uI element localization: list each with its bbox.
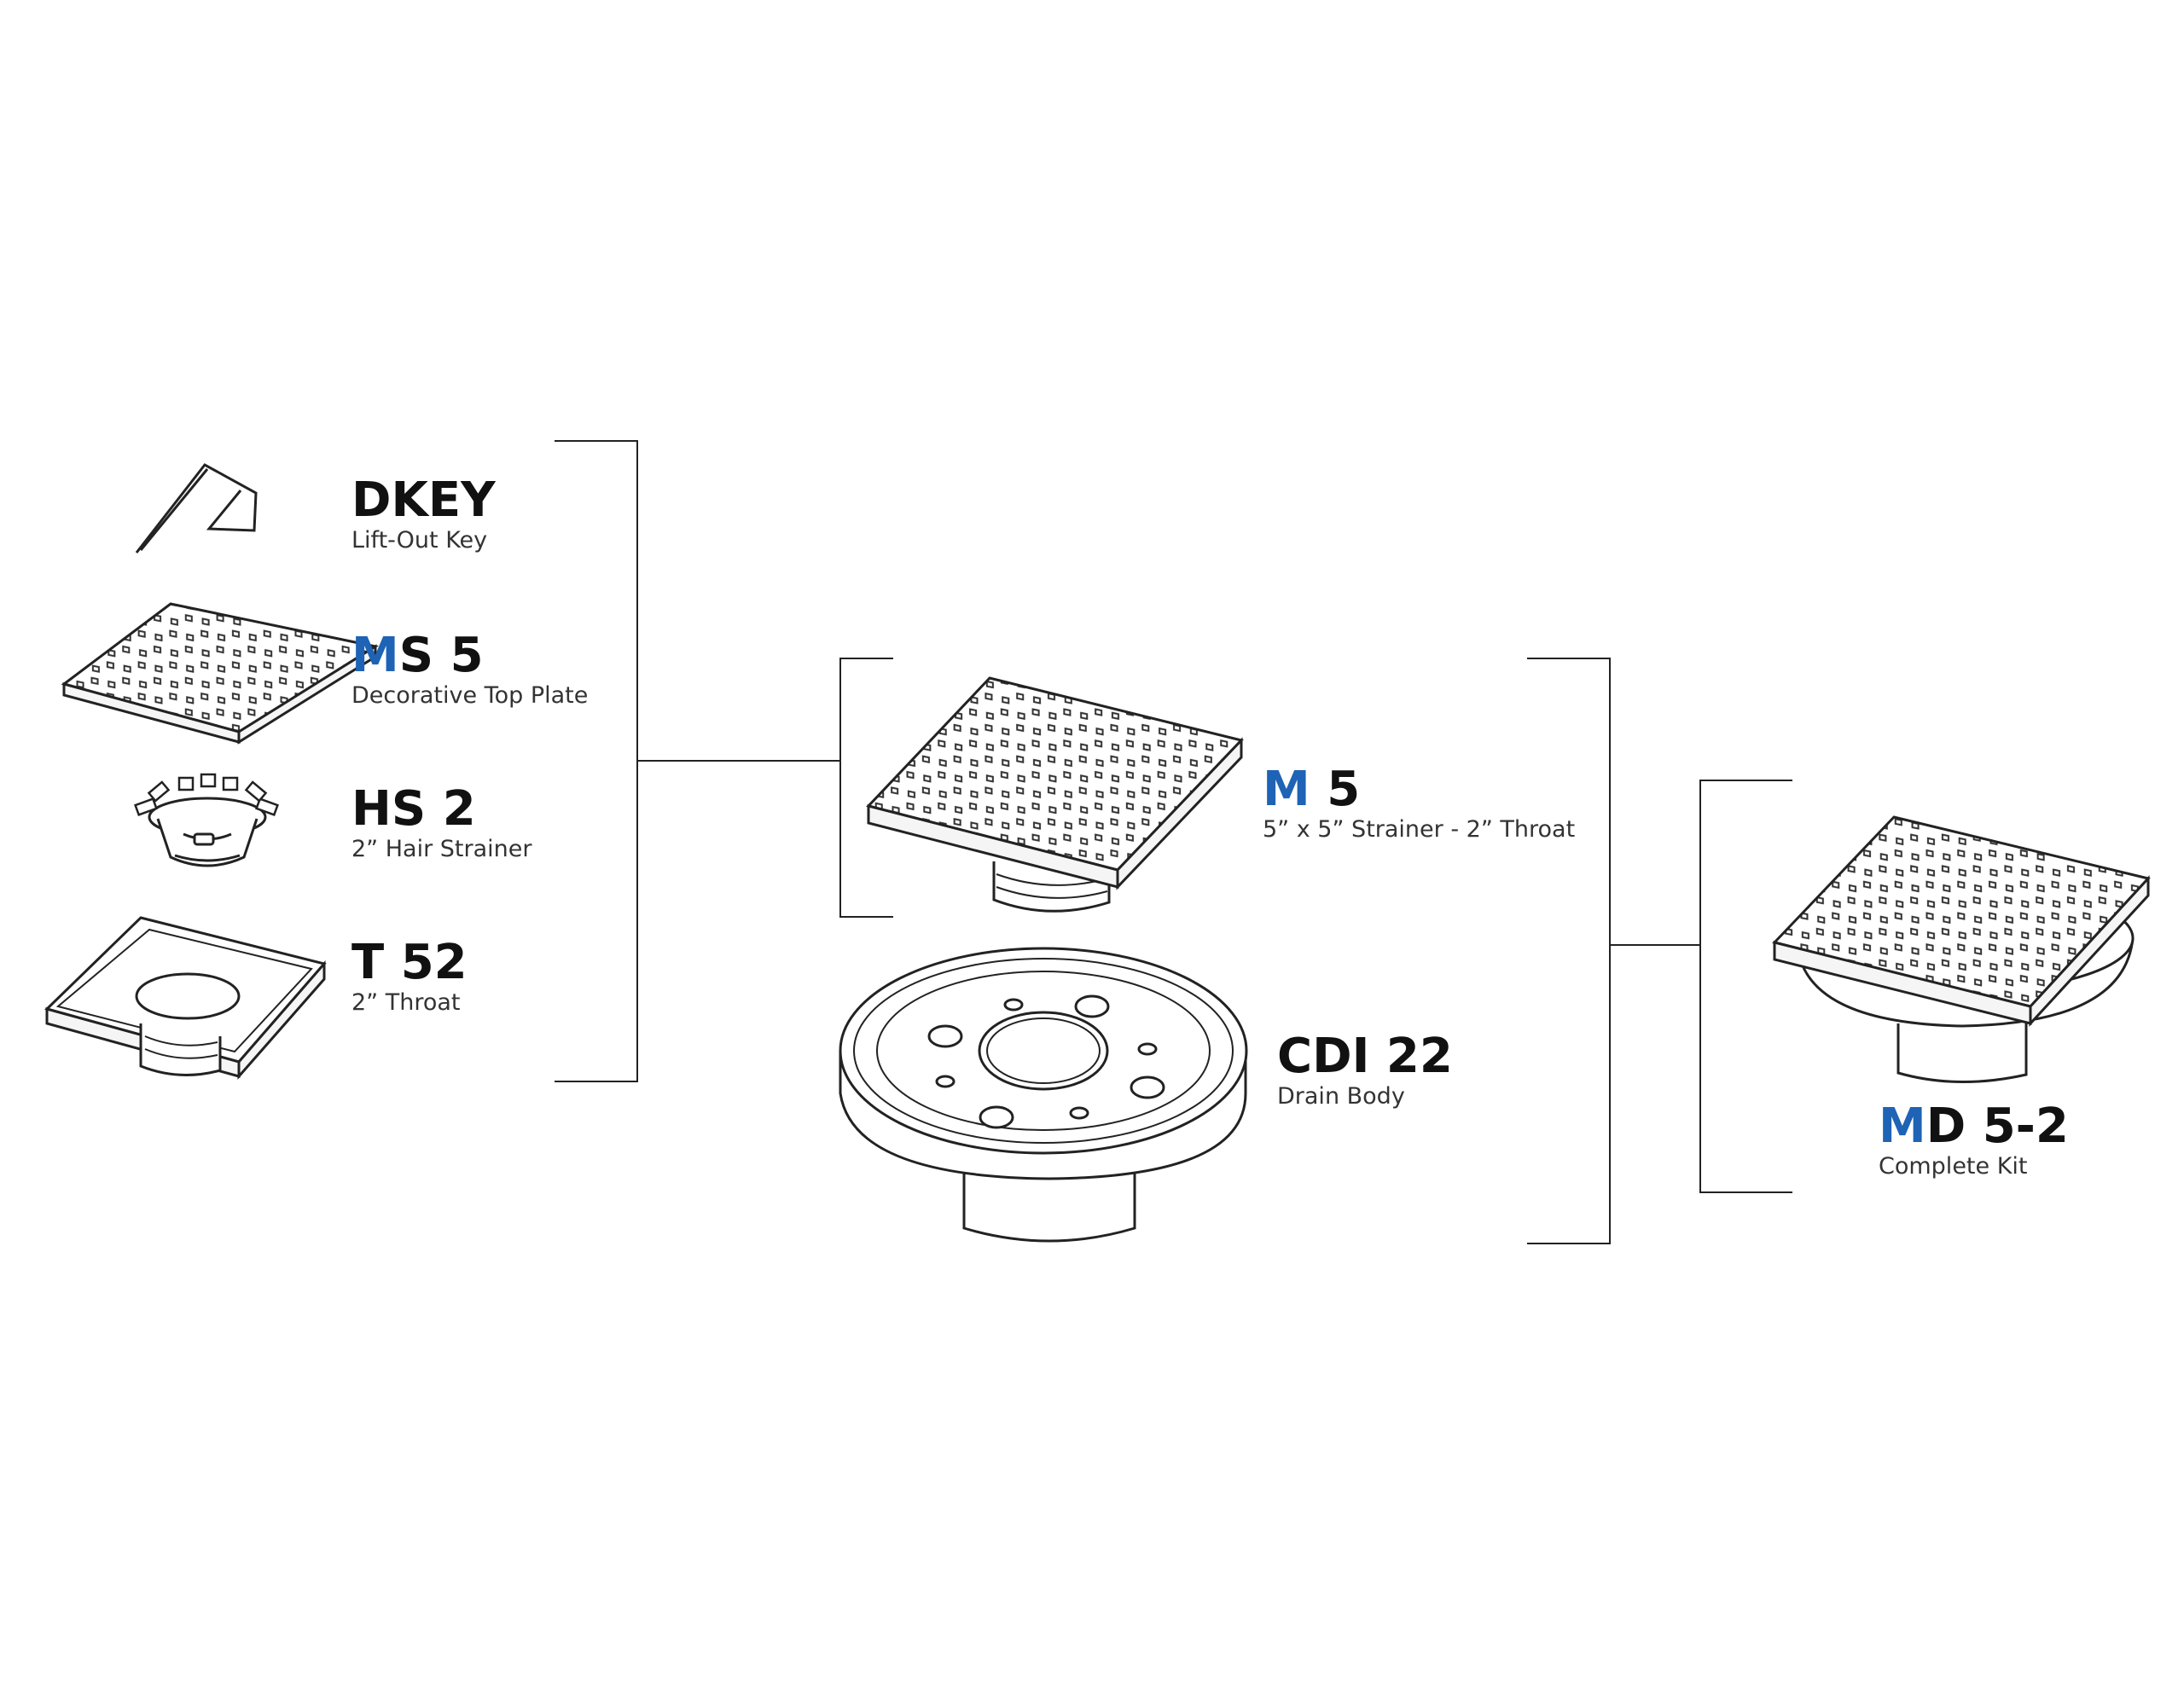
complete-kit-icon xyxy=(1772,815,2151,1084)
bracket-assemblies xyxy=(1527,658,1611,1244)
component-hs2: HS 2 2” Hair Strainer xyxy=(351,783,531,863)
product-description: Complete Kit xyxy=(1879,1153,2028,1180)
product-code: DKEY xyxy=(351,472,496,528)
product-description: 5” x 5” Strainer - 2” Throat xyxy=(1263,816,1576,843)
product-code: CDI 22 xyxy=(1277,1029,1453,1084)
throat-icon xyxy=(44,916,327,1080)
product-code: T 52 xyxy=(351,935,468,990)
decorative-top-plate-icon xyxy=(61,602,379,745)
product-description: 2” Hair Strainer xyxy=(351,836,532,862)
product-code: HS 2 xyxy=(351,781,476,837)
hair-strainer-icon xyxy=(134,773,279,867)
bracket-m5 xyxy=(839,658,893,918)
assembly-cdi22: CDI 22 Drain Body xyxy=(1277,1030,1453,1110)
lift-out-key-icon xyxy=(135,463,258,554)
bracket-kit xyxy=(1699,780,1792,1193)
product-description: Drain Body xyxy=(1277,1083,1405,1110)
component-ms5: MS 5 Decorative Top Plate xyxy=(351,629,588,710)
strainer-icon xyxy=(866,676,1244,913)
drain-body-icon xyxy=(839,947,1248,1243)
kit-md52: MD 5-2 Complete Kit xyxy=(1879,1100,2069,1180)
product-code: MD 5-2 xyxy=(1879,1099,2069,1154)
component-dkey: DKEY Lift-Out Key xyxy=(351,474,496,554)
product-description: Lift-Out Key xyxy=(351,527,488,554)
assembly-m5: M 5 5” x 5” Strainer - 2” Throat xyxy=(1263,763,1575,844)
bracket-components xyxy=(555,440,638,1082)
product-description: 2” Throat xyxy=(351,989,461,1016)
product-code: MS 5 xyxy=(351,628,484,683)
product-code: M 5 xyxy=(1263,762,1361,817)
component-t52: T 52 2” Throat xyxy=(351,936,468,1017)
product-description: Decorative Top Plate xyxy=(351,682,589,709)
